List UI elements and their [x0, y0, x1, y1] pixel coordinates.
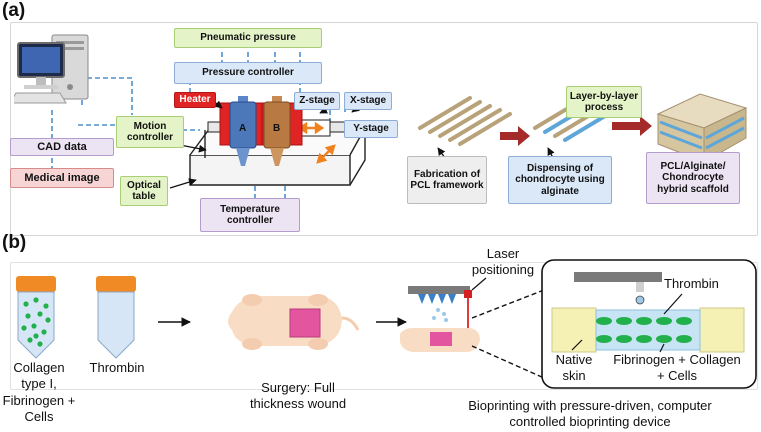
- bioprinter-icon: [400, 286, 480, 352]
- medical-image-box: Medical image: [10, 168, 114, 188]
- panel-b-label: (b): [2, 232, 27, 253]
- temperature-controller-box: Temperature controller: [200, 198, 300, 232]
- x-stage-box: X-stage: [344, 92, 392, 110]
- fabrication-box: Fabrication of PCL framework: [407, 156, 487, 204]
- layer-process-box: Layer-by-layer process: [566, 86, 642, 118]
- bioprinting-caption: Bioprinting with pressure-driven, comput…: [468, 398, 712, 430]
- pneumatic-pressure-box: Pneumatic pressure: [174, 28, 322, 48]
- z-stage-box: Z-stage: [294, 92, 340, 110]
- mouse-icon: [228, 294, 360, 350]
- scaffold-process-illustration: [418, 93, 748, 163]
- computer-icon: [14, 34, 89, 104]
- y-stage-box: Y-stage: [344, 120, 398, 138]
- surgery-caption: Surgery: Full thickness wound: [249, 380, 347, 412]
- collagen-tube-icon: [16, 276, 56, 359]
- panel-a-frame: [10, 22, 758, 236]
- collagen-tube-caption: Collagen type I, Fibrinogen + Cells: [2, 360, 76, 424]
- panel-a-label: (a): [2, 0, 26, 21]
- panel-b-frame: [10, 262, 758, 390]
- syringe-b: [263, 96, 291, 166]
- thrombin-tube-caption: Thrombin: [89, 360, 145, 375]
- heater-label: Heater: [174, 92, 216, 108]
- dispensing-box: Dispensing of chondrocyte using alginate: [508, 156, 612, 204]
- cad-data-box: CAD data: [10, 138, 114, 156]
- optical-table-box: Optical table: [120, 176, 168, 206]
- syringe-a: [229, 96, 257, 166]
- syringe-a-label: A: [239, 123, 246, 134]
- syringe-b-label: B: [273, 123, 280, 134]
- native-skin-label: Native skin: [555, 352, 593, 384]
- motion-controller-box: Motion controller: [116, 116, 184, 148]
- laser-positioning-label: Laser positioning: [471, 246, 535, 278]
- inset-thrombin-label: Thrombin: [664, 276, 719, 291]
- pressure-controller-box: Pressure controller: [174, 62, 322, 84]
- thrombin-tube-icon: [96, 276, 136, 359]
- hybrid-scaffold-box: PCL/Alginate/ Chondrocyte hybrid scaffol…: [646, 152, 740, 204]
- inset-fibrinogen-label: Fibrinogen + Collagen + Cells: [613, 352, 741, 384]
